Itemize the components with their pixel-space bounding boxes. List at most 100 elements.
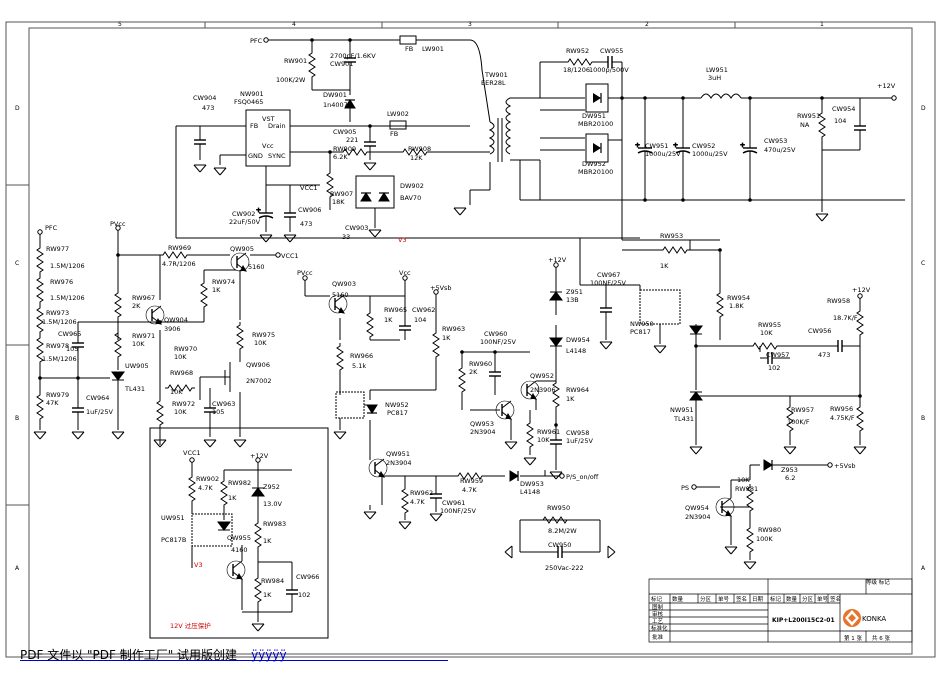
- ref-z952: Z952: [263, 483, 280, 491]
- title-row-label: 工艺: [652, 618, 664, 625]
- ref-cw955: CW955: [600, 47, 623, 55]
- ref-nw950: NW950: [630, 320, 654, 328]
- ref-rw972: RW972: [172, 400, 195, 408]
- ref-cw951: CW951: [645, 142, 668, 150]
- val-cw964: 1uF/25V: [86, 408, 113, 416]
- net-pvcc: PVcc: [110, 220, 126, 228]
- footer-text: PDF 文件以 "PDF 制作工厂" 试用版创建: [20, 648, 238, 662]
- frame-row-label: A: [15, 565, 20, 572]
- val-cw958: 1uF/25V: [566, 437, 593, 445]
- ref-lw901: LW901: [422, 45, 444, 53]
- ref-cw902: CW902: [232, 210, 255, 218]
- ref-qw954: QW954: [685, 504, 709, 512]
- title-header-cell: 日期: [752, 596, 764, 603]
- val-nw951: TL431: [673, 415, 694, 423]
- val-rw969: 4.7R/1206: [162, 260, 196, 268]
- ref-tw901: TW901: [484, 71, 508, 79]
- ref-cw903: CW903: [345, 224, 368, 232]
- feedback-section: [579, 238, 864, 445]
- val-uw905: TL431: [124, 385, 145, 393]
- net-v3: V3: [398, 236, 407, 244]
- ref-cw958: CW958: [566, 429, 589, 437]
- pin-gnd: GND: [248, 152, 263, 160]
- val-dw952: MBR20100: [578, 168, 613, 176]
- val-rw963: 1K: [442, 334, 451, 342]
- val-rw980: 100K: [756, 535, 773, 543]
- ref-z953: Z953: [781, 466, 798, 474]
- net-5vsb: +5Vsb: [430, 284, 452, 292]
- val-dw901: 1n4007: [323, 101, 348, 109]
- ref-qw953: QW953: [470, 420, 494, 428]
- footer-link[interactable]: ÿÿÿÿÿ: [251, 648, 287, 662]
- val-rw977: 1.5M/1206: [50, 262, 85, 270]
- ref-rw964: RW964: [566, 386, 589, 394]
- ref-qw903: QW903: [332, 280, 356, 288]
- ref-rw983: RW983: [263, 520, 286, 528]
- ref-cw954: CW954: [832, 105, 855, 113]
- val-rw958: 18.7K/F: [833, 314, 858, 322]
- brand-name: KONKA: [862, 615, 886, 623]
- net-vcc1: VCC1: [183, 449, 201, 457]
- ref-rw975: RW975: [252, 331, 275, 339]
- ref-rw965: RW965: [384, 306, 407, 314]
- ref-rw982: RW982: [228, 479, 251, 487]
- title-row-label: 图制: [652, 603, 664, 611]
- ref-fb2: FB: [390, 130, 398, 138]
- title-header-cell: 单号: [817, 595, 829, 603]
- title-sheet-number: 第 1 张: [844, 634, 862, 642]
- net-5vsb: +5Vsb: [834, 462, 856, 470]
- title-block: [648, 578, 913, 643]
- ref-rw971: RW971: [132, 332, 155, 340]
- ref-rw956: RW956: [830, 405, 853, 413]
- val-qw904: 3906: [164, 325, 181, 333]
- title-header-cell: 标记: [651, 595, 663, 603]
- val-cw965: 105: [66, 345, 78, 353]
- val-rw953: 1K: [660, 262, 669, 270]
- val-rw909: 6.2K: [333, 153, 348, 161]
- val-rw954: 1.8K: [729, 302, 744, 310]
- title-header-cell: 标记: [770, 595, 782, 603]
- ref-rw984: RW984: [261, 577, 284, 585]
- frame-row-label: C: [921, 260, 925, 267]
- frame-row-label: B: [15, 415, 19, 422]
- ref-cw966: CW966: [296, 573, 319, 581]
- ref-qw906: QW906: [246, 361, 270, 369]
- ref-rw901: RW901: [284, 57, 307, 65]
- drawing-frame: 5 4 3 2 1 D C B A D C B A: [5, 21, 936, 658]
- val-qw905: 5160: [248, 263, 265, 271]
- frame-row-label: D: [921, 105, 926, 112]
- val-cw901: 2700pF/1.6KV: [330, 52, 376, 60]
- ref-rw961: RW961: [537, 428, 560, 436]
- val-rw955: 10K: [760, 329, 773, 337]
- ref-rw902: RW902: [196, 475, 219, 483]
- ref-cw950: CW950: [548, 541, 571, 549]
- ref-qw904: QW904: [164, 316, 188, 324]
- ref-rw952: RW952: [566, 47, 589, 55]
- val-z951: 13B: [566, 296, 579, 304]
- ref-rw953: RW953: [660, 232, 683, 240]
- frame-col-label: 5: [118, 21, 122, 28]
- ref-cw965: CW965: [58, 330, 81, 338]
- ref-rw970: RW970: [174, 345, 197, 353]
- val-rw979: 47K: [46, 399, 59, 407]
- ref-rw962: RW962: [410, 489, 433, 497]
- ref-qw955: QW955: [227, 534, 251, 542]
- ref-rw951: RW951: [797, 112, 820, 120]
- val-qw955: 4160: [231, 546, 248, 554]
- frame-col-label: 3: [468, 21, 472, 28]
- val-rw961: 10K: [537, 436, 550, 444]
- ref-rw954: RW954: [727, 294, 750, 302]
- ref-rw950: RW950: [547, 504, 570, 512]
- ref-cw962: CW962: [412, 306, 435, 314]
- ref-rw978: RW978: [46, 342, 69, 350]
- val-dw902: BAV70: [400, 194, 421, 202]
- val-rw983: 1K: [263, 537, 272, 545]
- val-nw950: PC817: [630, 328, 651, 336]
- val-cw962: 104: [414, 316, 426, 324]
- val-rw960: 2K: [469, 368, 478, 376]
- ref-cw960: CW960: [484, 330, 507, 338]
- ref-rw968: RW968: [170, 369, 193, 377]
- ref-cw964: CW964: [86, 394, 109, 402]
- val-cw963: 105: [212, 408, 224, 416]
